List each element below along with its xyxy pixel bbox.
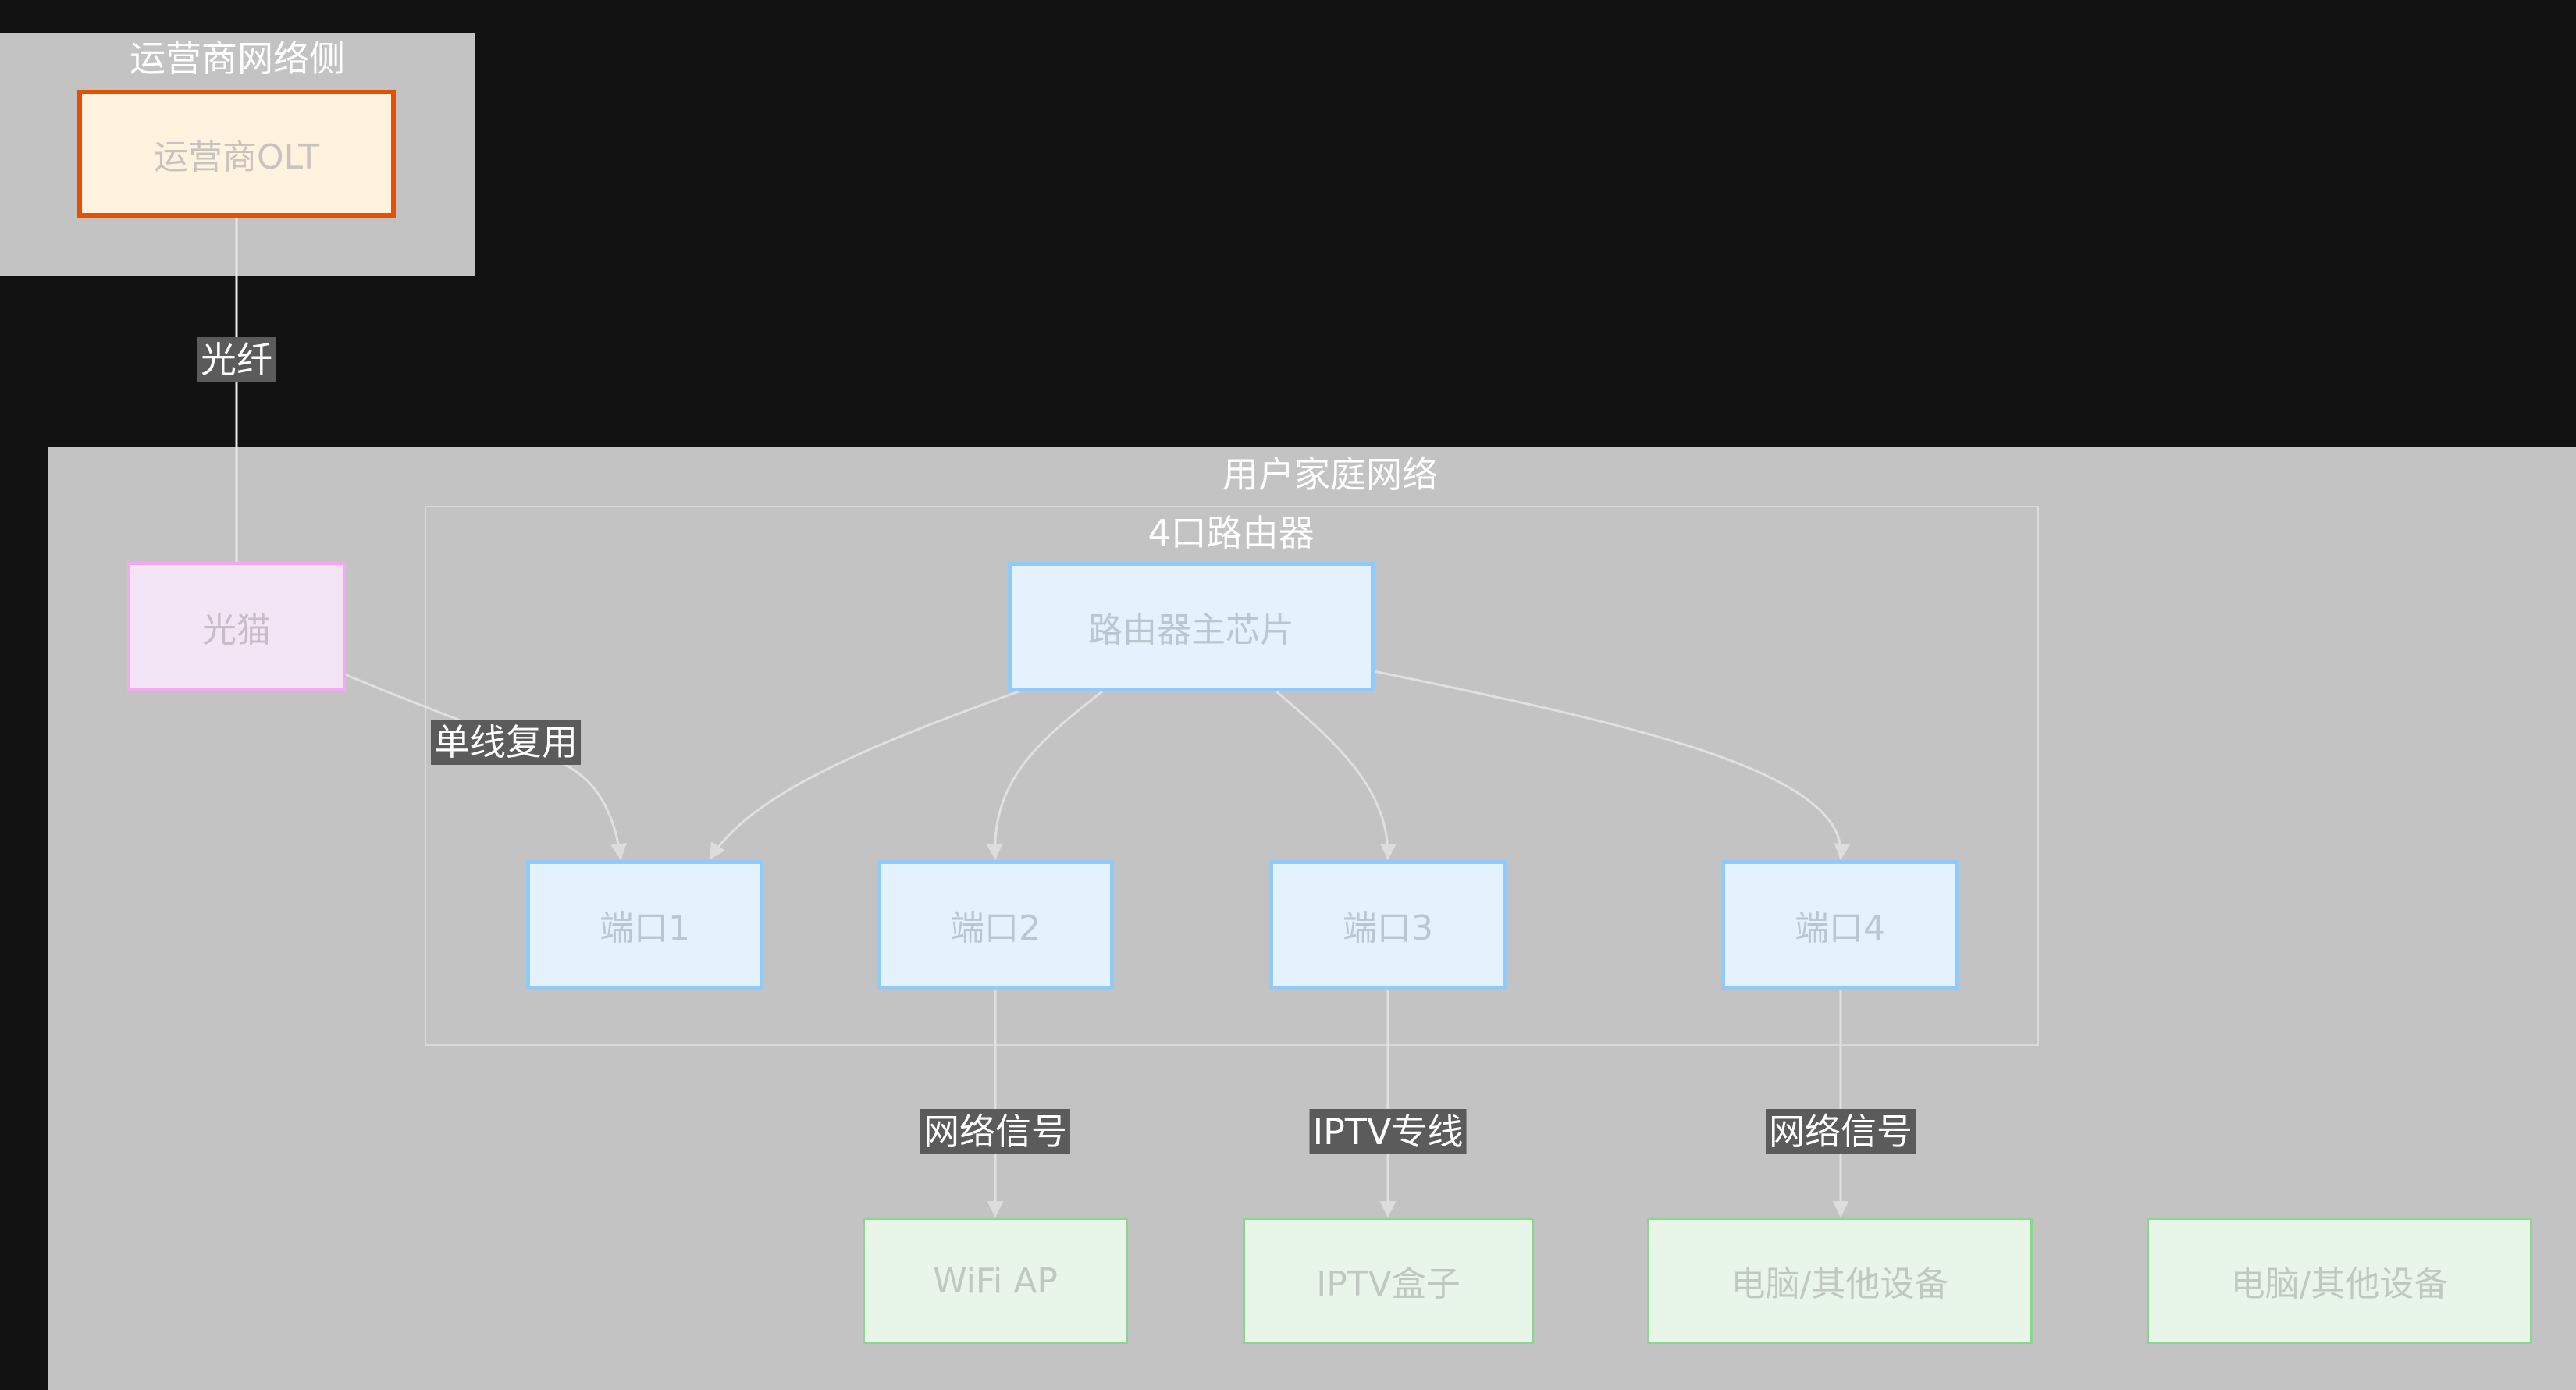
node-port3[interactable]: 端口3 [1269,860,1507,990]
edge-chip-port4 [1373,670,1851,861]
node-router-chip[interactable]: 路由器主芯片 [1008,562,1375,691]
node-port2[interactable]: 端口2 [877,860,1114,990]
edge-label-network-signal-2: 网络信号 [1766,1109,1916,1154]
edge-label-single-line: 单线复用 [431,720,581,765]
edge-label-fiber: 光纤 [197,337,276,382]
node-port1[interactable]: 端口1 [526,860,763,990]
node-wifi-ap[interactable]: WiFi AP [863,1218,1128,1344]
carrier-network-title: 运营商网络侧 [130,37,345,80]
node-olt[interactable]: 运营商OLT [77,90,396,218]
router-cluster [425,506,2039,1046]
node-iptv-box[interactable]: IPTV盒子 [1243,1218,1534,1344]
edge-chip-port2 [986,690,1103,861]
edge-label-network-signal-1: 网络信号 [920,1109,1070,1154]
home-network-title: 用户家庭网络 [1222,453,1438,496]
node-pc-1[interactable]: 电脑/其他设备 [1647,1218,2033,1344]
edge-label-iptv-line: IPTV专线 [1309,1109,1467,1154]
router-cluster-title: 4口路由器 [1147,512,1315,554]
node-optical-modem[interactable]: 光猫 [127,562,346,691]
edge-chip-port1 [709,690,1019,860]
node-pc-2[interactable]: 电脑/其他设备 [2147,1218,2532,1344]
node-port4[interactable]: 端口4 [1721,860,1959,990]
edge-modem-port1 [344,673,628,861]
edge-chip-port3 [1276,690,1397,861]
